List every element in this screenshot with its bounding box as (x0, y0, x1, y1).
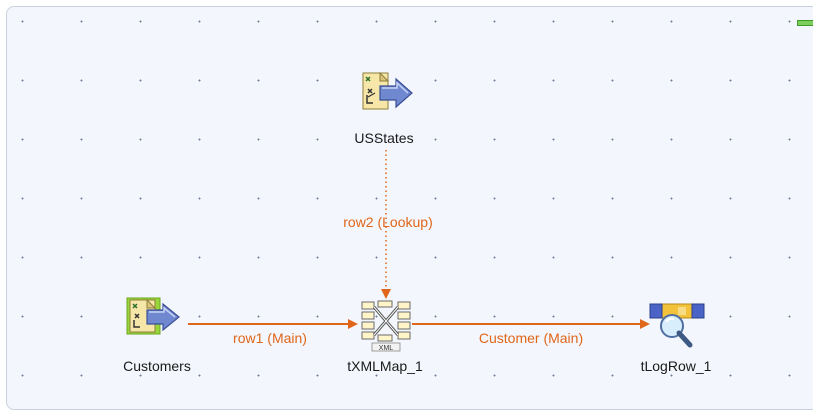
connection-label-customer-main[interactable]: Customer (Main) (478, 330, 584, 346)
component-tlogrow[interactable] (648, 302, 708, 352)
connection-label-row1-main[interactable]: row1 (Main) (233, 330, 307, 346)
component-label-usstates[interactable]: USStates (354, 130, 414, 146)
component-label-customers[interactable]: Customers (123, 358, 191, 374)
svg-text:XML: XML (379, 345, 394, 352)
component-usstates[interactable] (360, 71, 418, 123)
xml-input-icon (126, 297, 180, 335)
xml-input-icon (362, 71, 413, 110)
component-txmlmap[interactable]: XML (360, 299, 412, 355)
logrow-magnifier-icon (649, 303, 705, 348)
component-customers[interactable] (125, 296, 187, 352)
connection-label-row2-lookup[interactable]: row2 (Lookup) (343, 214, 433, 230)
xmlmap-icon: XML (361, 300, 411, 352)
palette-handle[interactable] (797, 20, 813, 26)
designer-grid-panel[interactable] (6, 6, 813, 410)
component-label-tlogrow[interactable]: tLogRow_1 (640, 358, 712, 374)
component-label-txmlmap[interactable]: tXMLMap_1 (347, 358, 423, 374)
